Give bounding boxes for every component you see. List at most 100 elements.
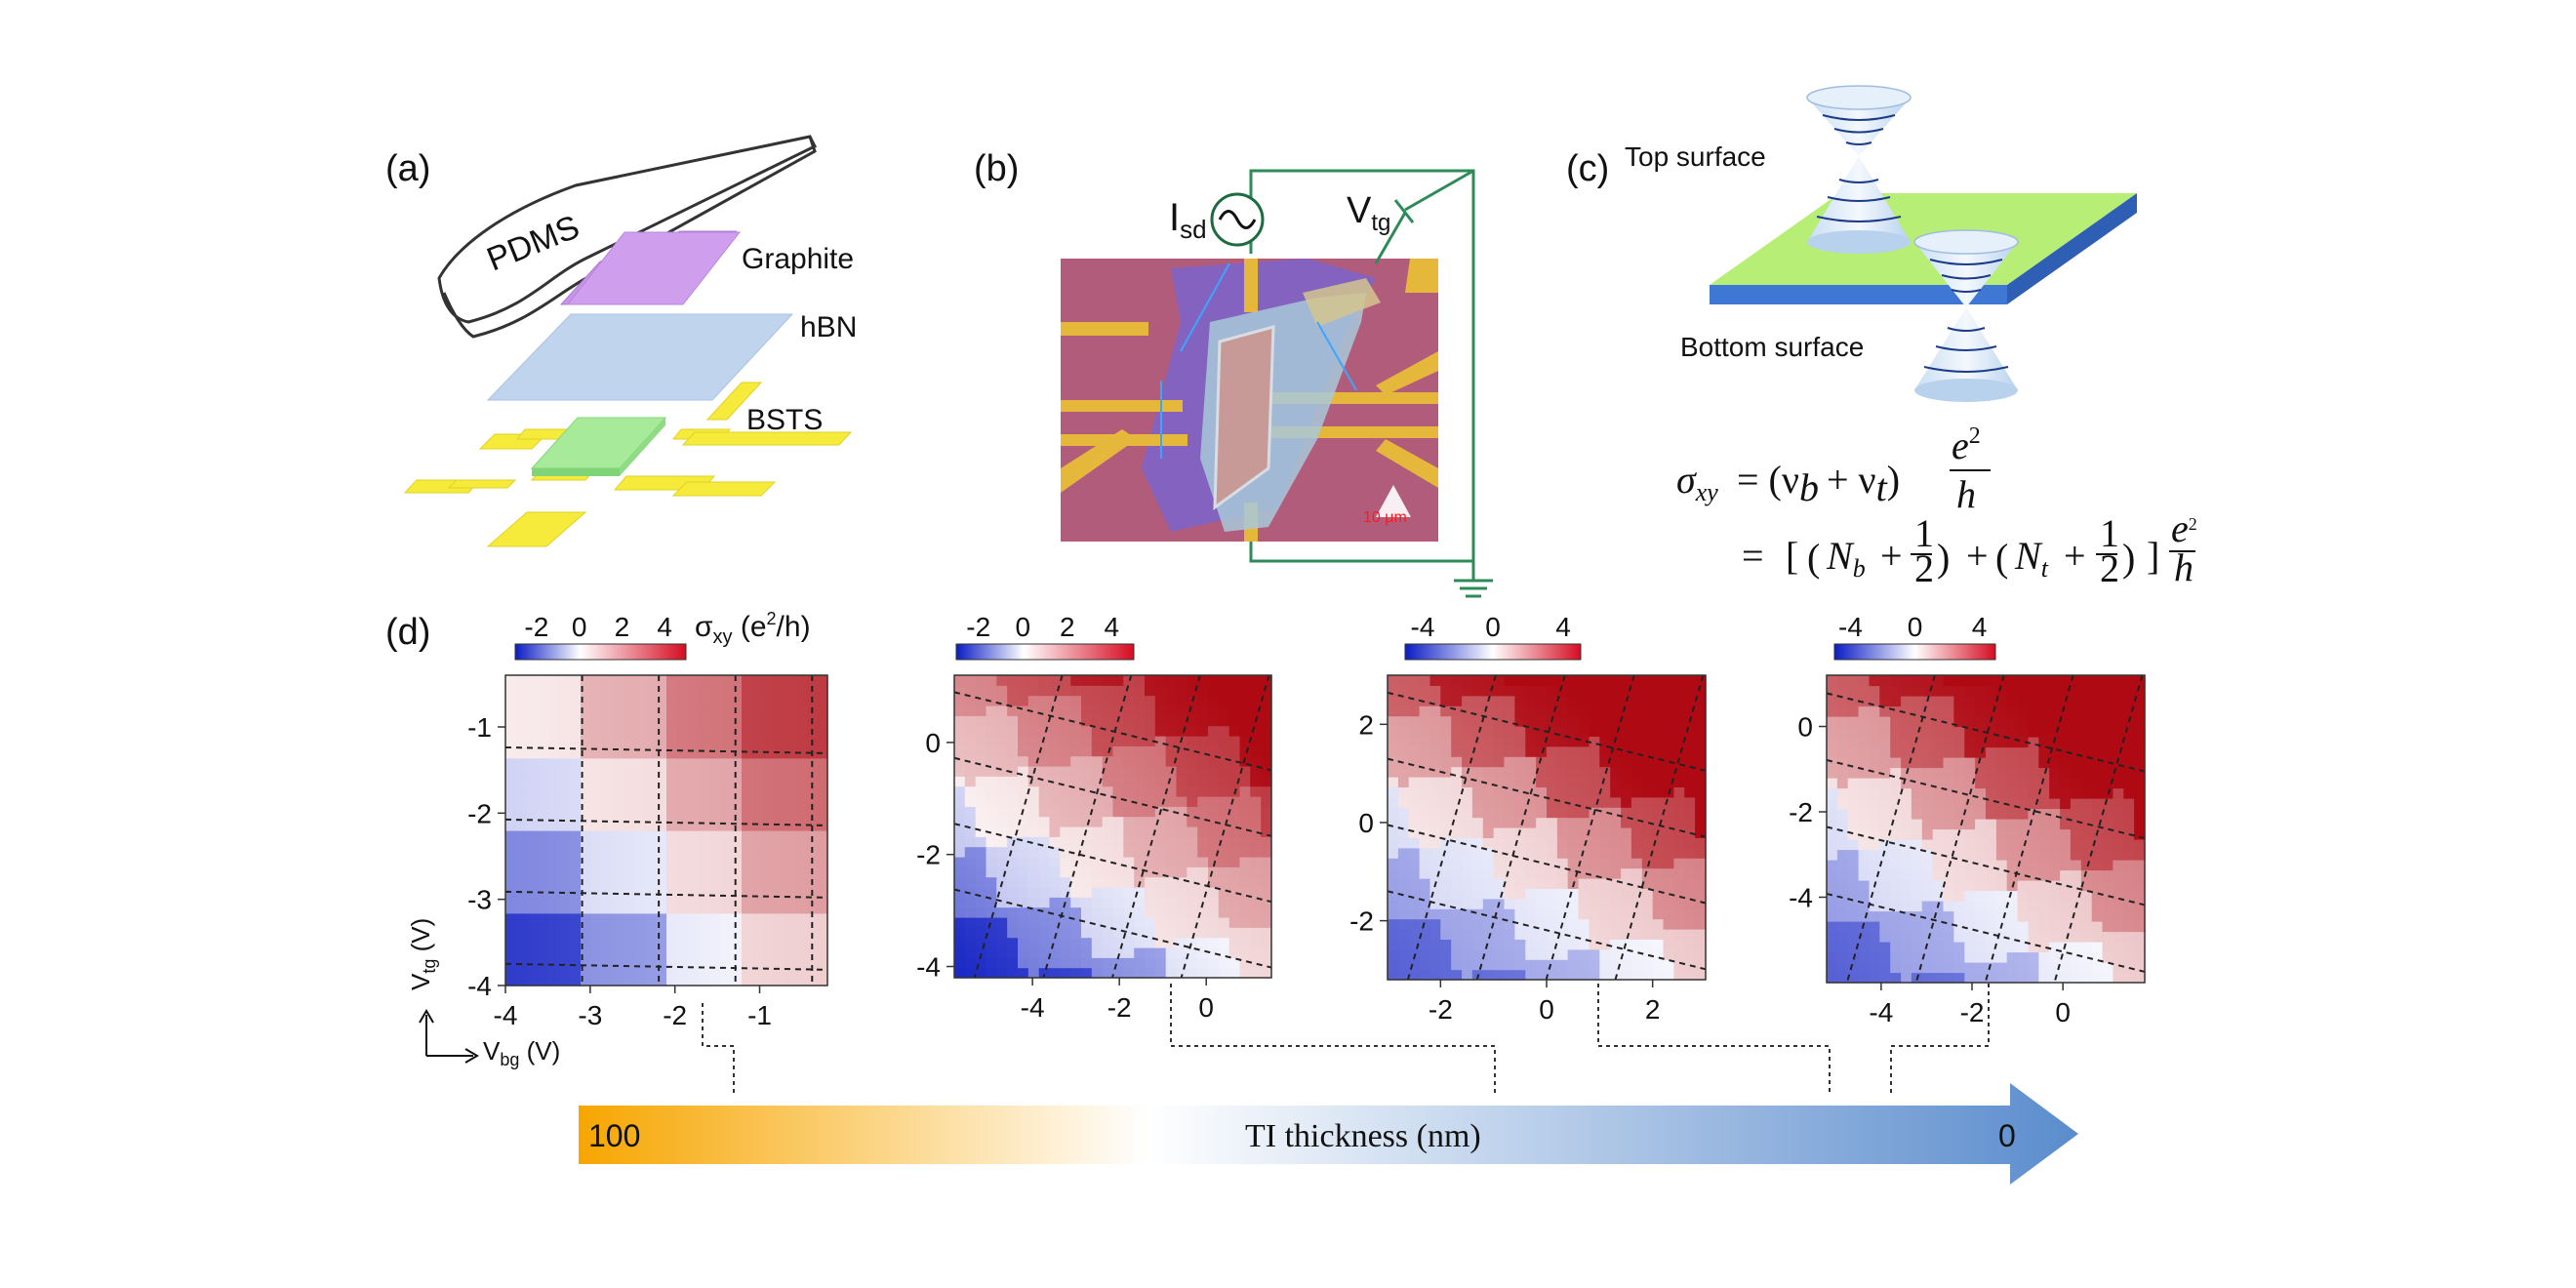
heatmap-cell	[1112, 857, 1124, 867]
heatmap-cell	[1134, 725, 1146, 737]
heatmap-cell	[1911, 890, 1923, 902]
heatmap-cell	[581, 851, 592, 863]
heatmap-cell	[1514, 948, 1526, 960]
heatmap-cell	[1610, 898, 1622, 909]
heatmap-cell	[570, 840, 582, 852]
heatmap-cell	[1440, 858, 1452, 869]
heatmap-cell	[1630, 715, 1643, 727]
heatmap-cell	[1869, 860, 1880, 871]
heatmap-cell	[1462, 796, 1473, 808]
heatmap-cell	[2123, 787, 2135, 799]
heatmap-cell	[1663, 777, 1674, 787]
heatmap-cell	[2049, 880, 2061, 892]
heatmap-cell	[677, 737, 689, 748]
heatmap-cell	[2038, 972, 2050, 984]
heatmap-cell	[1134, 937, 1146, 948]
heatmap-cell	[1578, 756, 1590, 768]
heatmap-cell	[1673, 939, 1685, 950]
heatmap-cell	[1869, 808, 1880, 820]
heatmap-cell	[1890, 685, 1902, 697]
heatmap-cell	[1514, 786, 1526, 798]
heatmap-cell	[1504, 685, 1515, 697]
heatmap-cell	[613, 944, 624, 955]
heatmap-cell	[1556, 766, 1569, 778]
heatmap-cell	[964, 957, 977, 969]
heatmap-cell	[1408, 786, 1421, 798]
heatmap-cell	[1641, 969, 1654, 981]
heatmap-cell	[1228, 766, 1241, 777]
heatmap-cell	[2113, 951, 2124, 963]
heatmap-cell	[1953, 757, 1965, 769]
heatmap-cell	[2060, 778, 2072, 789]
heatmap-cell	[1589, 878, 1600, 889]
heatmap-cell	[1091, 695, 1104, 706]
heatmap-cell	[527, 912, 539, 924]
heatmap-cell	[1547, 745, 1558, 757]
heatmap-cell	[645, 944, 657, 955]
heatmap-cell	[634, 944, 646, 955]
heatmap-cell	[1986, 972, 1997, 984]
x-tick-label: 2	[1645, 994, 1661, 1025]
heatmap-cell	[1911, 901, 1923, 912]
heatmap-cell	[677, 851, 689, 863]
eq-rhs: = (νb+ νt)	[1737, 458, 1900, 509]
heatmap-cell	[1482, 796, 1495, 808]
heatmap-cell	[1901, 705, 1912, 717]
heatmap-cell	[1921, 819, 1934, 830]
heatmap-cell	[624, 737, 635, 748]
heatmap-cell	[1932, 778, 1945, 789]
heatmap-cell	[1261, 675, 1272, 686]
heatmap-cell	[1879, 931, 1891, 943]
heatmap-cell	[1673, 908, 1685, 920]
heatmap-cell	[1429, 858, 1441, 869]
heatmap-cell	[731, 705, 743, 717]
heatmap-cell	[656, 871, 667, 883]
heatmap-cell	[1673, 807, 1685, 819]
heatmap-cell	[709, 809, 721, 821]
heatmap-cell	[2123, 778, 2135, 789]
heatmap-cell	[1869, 746, 1880, 758]
heatmap-cell	[742, 840, 753, 852]
heatmap-cell	[1975, 726, 1987, 738]
heatmap-cell	[1007, 705, 1019, 716]
heatmap-cell	[1964, 675, 1976, 687]
heatmap-cell	[1932, 787, 1945, 799]
heatmap-cell	[516, 820, 528, 831]
heatmap-cell	[548, 923, 560, 935]
heatmap-cell	[1165, 927, 1178, 939]
heatmap-cell	[1208, 906, 1220, 918]
heatmap-cell	[548, 840, 560, 852]
heatmap-cell	[1663, 685, 1674, 697]
heatmap-cell	[570, 685, 582, 697]
heatmap-cell	[795, 809, 807, 821]
heatmap-cell	[1482, 726, 1495, 737]
heatmap-cell	[2028, 828, 2039, 840]
heatmap-cell	[2028, 901, 2039, 912]
vbg-axis-label: Vbg (V)	[483, 1036, 560, 1069]
heatmap-cell	[1901, 798, 1912, 810]
heatmap-cell	[1995, 860, 2008, 871]
heatmap-cell	[1429, 847, 1441, 859]
heatmap-cell	[720, 934, 732, 946]
heatmap-cell	[1847, 808, 1860, 820]
heatmap-cell	[1049, 857, 1061, 867]
heatmap-cell	[1847, 921, 1860, 933]
eq-line2-eq: =	[1742, 534, 1764, 578]
heatmap-cell	[1123, 806, 1135, 818]
heatmap-cell	[1440, 827, 1452, 838]
heatmap-cell	[1165, 715, 1178, 727]
heatmap-cell	[1419, 715, 1431, 727]
heatmap-cell	[975, 967, 987, 979]
colorbar-tick-label: 0	[1015, 612, 1030, 642]
heatmap-cell	[996, 846, 1008, 858]
heatmap-cell	[1482, 715, 1495, 727]
heatmap-cell	[677, 768, 689, 780]
heatmap-cell	[613, 757, 624, 769]
heatmap-cell	[1397, 766, 1410, 778]
heatmap-cell	[666, 799, 678, 811]
heatmap-cell	[2028, 951, 2039, 963]
heatmap-cell	[1567, 777, 1580, 787]
heatmap-cell	[785, 757, 796, 769]
heatmap-cell	[1556, 695, 1569, 706]
heatmap-cell	[1932, 685, 1945, 697]
